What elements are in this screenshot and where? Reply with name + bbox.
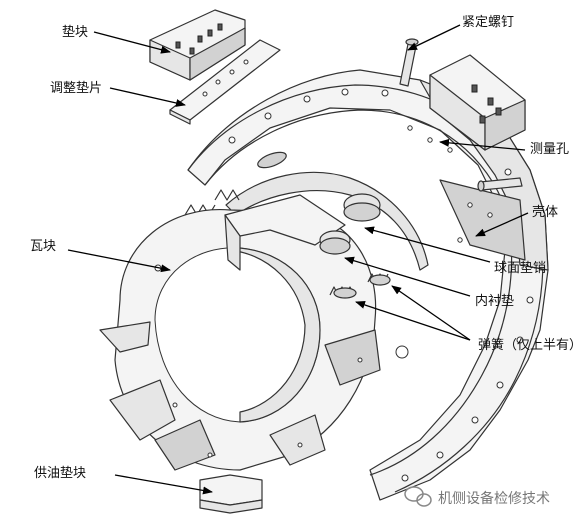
bearing-pad-ring — [99, 193, 409, 471]
label-oil-supply-pad: 供油垫块 — [34, 465, 86, 481]
label-spherical-pin: 球面垫销 — [494, 260, 546, 276]
wechat-icon — [404, 486, 432, 507]
watermark-text: 机侧设备检修技术 — [438, 490, 550, 507]
label-liner-pad: 内衬垫 — [475, 293, 514, 309]
label-set-screw: 紧定螺钉 — [462, 15, 514, 30]
label-shim: 调整垫片 — [50, 80, 102, 96]
label-arrows — [67, 24, 529, 495]
oil-supply-pad — [199, 474, 263, 514]
watermark: 机侧设备检修技术 — [404, 486, 550, 507]
label-measure-hole: 测量孔 — [530, 142, 569, 157]
top-pad-block — [429, 54, 526, 151]
label-bearing-pad: 瓦块 — [30, 239, 56, 254]
label-housing: 壳体 — [532, 205, 558, 220]
shim-plate — [169, 39, 281, 125]
label-spring: 弹簧（仅上半有） — [478, 337, 582, 353]
label-pad-block: 垫块 — [62, 24, 88, 40]
